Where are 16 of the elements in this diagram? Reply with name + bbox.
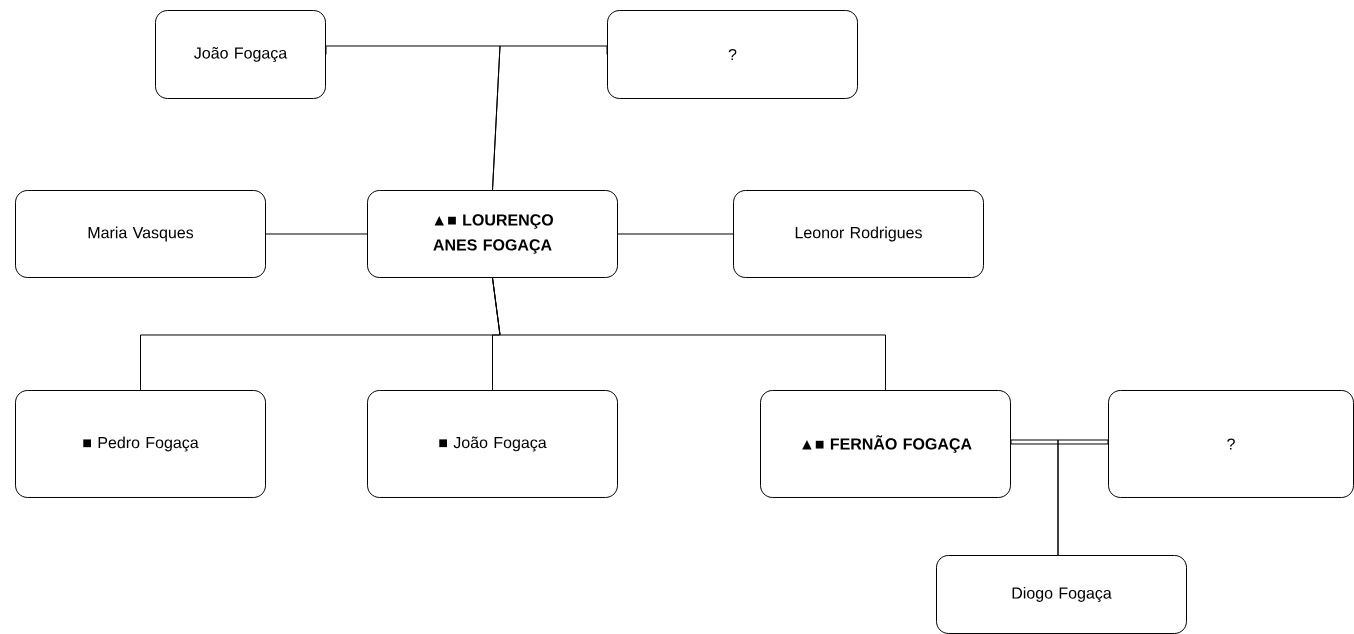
connector-line — [492, 45, 608, 191]
connector-line — [617, 233, 734, 235]
person-box: Diogo Fogaça — [936, 555, 1187, 634]
connector-line — [492, 277, 886, 391]
connector-line — [1010, 443, 1109, 445]
person-box: Maria Vasques — [15, 190, 266, 278]
person-box: ? — [607, 10, 858, 99]
person-box: ■ Pedro Fogaça — [15, 390, 266, 498]
person-box: João Fogaça — [155, 10, 326, 99]
person-box: ? — [1108, 390, 1354, 498]
connector-line — [1057, 439, 1109, 556]
person-box: ■ João Fogaça — [367, 390, 618, 498]
person-box: ▲■ FERNÃO FOGAÇA — [760, 390, 1011, 498]
person-box: Leonor Rodrigues — [733, 190, 984, 278]
connector-line — [265, 233, 368, 235]
person-box: ▲■ LOURENÇO ANES FOGAÇA — [367, 190, 618, 278]
